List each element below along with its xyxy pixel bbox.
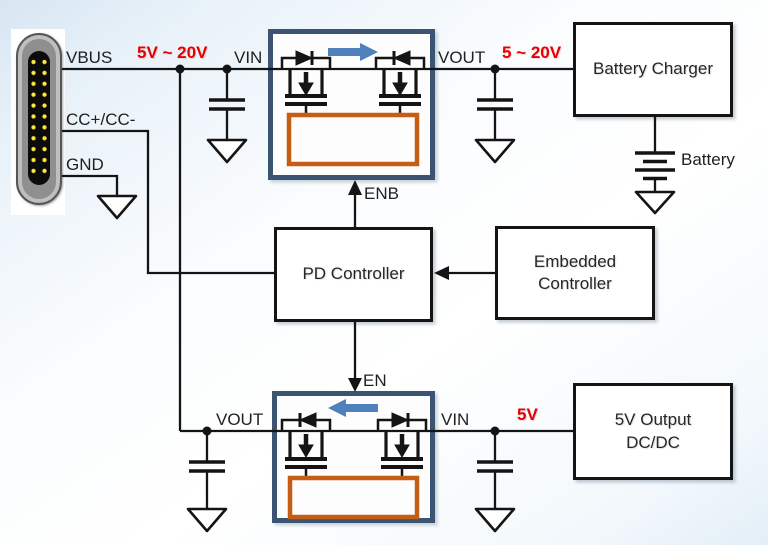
- capacitor-icon: [189, 460, 225, 473]
- junction-dot: [490, 426, 500, 436]
- battery-charger-block: Battery Charger: [573, 22, 733, 117]
- capacitor-icon: [209, 98, 245, 111]
- vout-bottom-label: VOUT: [216, 410, 264, 429]
- pd-controller-title: PD Controller: [302, 264, 405, 284]
- ground-icon: [474, 138, 516, 164]
- switch-control-block: [287, 475, 420, 520]
- battery-icon: [635, 151, 675, 181]
- signal-arrowheads: [348, 180, 449, 392]
- capacitor-icon: [477, 460, 513, 473]
- switch-control-block: [286, 112, 420, 167]
- dcdc-block: 5V Output DC/DC: [573, 383, 733, 480]
- ground-icons: [96, 138, 676, 533]
- body-diode-icon: [295, 50, 314, 66]
- usb-pin-column-right: [42, 58, 47, 178]
- wires: [62, 67, 657, 509]
- ground-icon: [474, 507, 516, 533]
- load-switch-bottom-internals: [280, 399, 428, 520]
- mosfet-icon: [280, 50, 332, 115]
- mosfet-icon: [374, 50, 426, 115]
- dcdc-voltage-label: 5V: [517, 405, 538, 424]
- vout-top-label: VOUT: [438, 48, 486, 67]
- vbus-voltage-range-label: 5V ~ 20V: [137, 43, 208, 62]
- vbus-label: VBUS: [66, 48, 113, 67]
- mosfet-icon: [376, 412, 428, 478]
- body-diode-icon: [392, 50, 411, 66]
- flow-arrow-left-head: [328, 399, 346, 417]
- ground-icon: [96, 194, 138, 220]
- ground-icon: [634, 190, 676, 215]
- wire-gnd: [62, 174, 119, 196]
- capacitor-icon: [477, 98, 513, 111]
- junction-dot: [222, 64, 232, 74]
- ground-icon: [186, 507, 228, 533]
- junction-dot: [175, 64, 185, 74]
- cc-label: CC+/CC-: [66, 110, 136, 129]
- enb-arrowhead: [348, 180, 362, 195]
- usb-c-socket: [28, 51, 50, 185]
- embedded-controller-block: Embedded Controller: [495, 226, 655, 320]
- vin-bottom-label: VIN: [441, 410, 470, 429]
- battery-charger-title: Battery Charger: [593, 59, 713, 79]
- load-switch-top-internals: [280, 43, 426, 167]
- vin-top-label: VIN: [234, 48, 263, 67]
- junction-dot: [490, 64, 500, 74]
- pd-controller-block: PD Controller: [274, 227, 433, 322]
- battery-label: Battery: [681, 150, 735, 169]
- capacitor-icons: [189, 98, 513, 473]
- gnd-label: GND: [66, 155, 104, 174]
- dcdc-title-line1: 5V Output: [614, 410, 692, 430]
- wire-cc-to-pd: [62, 129, 274, 275]
- junction-dots: [175, 64, 500, 436]
- flow-arrow-right-head: [360, 43, 378, 61]
- en-label: EN: [363, 371, 387, 390]
- usb-pin-column-left: [31, 58, 36, 178]
- body-diode-icon: [391, 412, 410, 428]
- embedded-controller-title-line2: Controller: [538, 274, 612, 293]
- ec-arrowhead: [434, 266, 449, 280]
- vout-voltage-range-label: 5 ~ 20V: [502, 43, 562, 62]
- dcdc-title-line2: DC/DC: [626, 432, 680, 452]
- body-diode-icon: [298, 412, 317, 428]
- junction-dot: [202, 426, 212, 436]
- mosfet-icon: [280, 412, 332, 478]
- ground-icon: [206, 138, 248, 164]
- usb-c-connector-icon: [16, 33, 62, 205]
- en-arrowhead: [348, 378, 362, 392]
- embedded-controller-title-line1: Embedded: [533, 251, 617, 271]
- enb-label: ENB: [364, 184, 399, 203]
